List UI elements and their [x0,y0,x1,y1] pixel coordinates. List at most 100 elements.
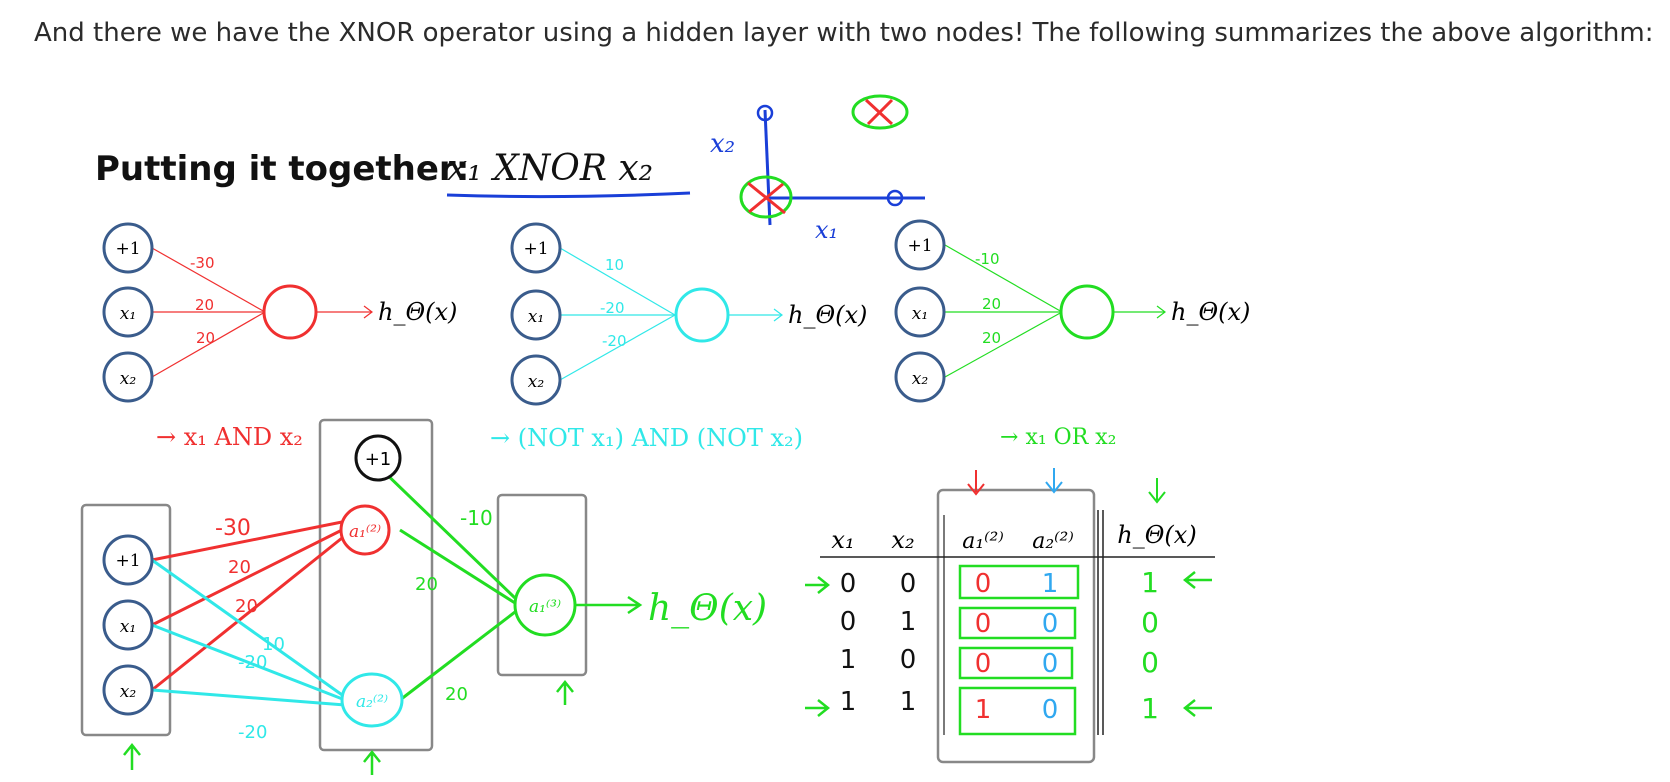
combined-hypothesis-label: h_Θ(x) [648,588,767,629]
xnor-sketch-plot: x₂ x₁ [710,94,925,244]
combined-network: -30 20 20 10 -20 -20 -10 20 20 +1 x₁ x₂ … [80,418,767,775]
svg-text:+1: +1 [115,551,140,571]
red-weight-bias: -30 [215,516,251,541]
x1-label: x₁ [120,304,136,324]
cell-r0-a1: 0 [975,569,992,599]
y-axis-line [763,109,772,226]
cell-r0-x1: 0 [840,569,857,599]
cell-r0-x2: 0 [900,569,917,599]
origin-green-circle [739,175,793,219]
weight-x2-and: 20 [196,329,215,347]
hidden-layer-box [318,418,434,752]
svg-text:a₂⁽²⁾: a₂⁽²⁾ [356,692,388,712]
cell-r3-x1: 1 [840,687,857,717]
cell-r1-x2: 1 [900,607,917,637]
svg-text:x₂: x₂ [912,369,929,389]
col-a1: a₁⁽²⁾ [962,529,1004,554]
intro-paragraph: And there we have the XNOR operator usin… [34,18,1654,48]
weight-x1-and: 20 [195,296,214,314]
cell-r3-a2: 0 [1042,695,1059,725]
col-x2: x₂ [891,526,914,554]
weight-bias-or: -10 [975,250,1000,268]
truth-table: x₁ x₂ a₁⁽²⁾ a₂⁽²⁾ h_Θ(x) 0 0 0 1 1 0 1 1… [805,468,1215,764]
svg-text:x₁: x₁ [120,617,136,637]
figure-title: Putting it together: [95,149,469,189]
and-caption: → x₁ AND x₂ [156,423,303,451]
arrow-up-hidden [363,749,381,775]
weight-bias-nor: 10 [605,256,624,274]
cell-r1-a1: 0 [975,609,992,639]
axis-x2-label: x₂ [710,129,735,159]
nor-caption: → (NOT x₁) AND (NOT x₂) [490,424,803,452]
cell-r3-x2: 1 [900,687,917,717]
row-arrow-right-0 [1182,571,1212,589]
svg-text:x₂: x₂ [120,682,137,702]
input-layer-box [80,503,172,737]
cell-r2-h: 0 [1141,646,1159,679]
col-a2: a₂⁽²⁾ [1032,529,1074,554]
svg-text:x₁: x₁ [528,307,544,327]
origin-top-o [756,104,774,122]
hidden-unit-a2 [340,672,404,728]
col-h: h_Θ(x) [1117,521,1196,549]
hidden-bias-node [354,434,402,482]
green-weight-a2: 20 [445,684,468,705]
weight-x2-nor: -20 [602,332,627,350]
cyan-weight-x2: -20 [238,722,267,743]
or-output-node [1059,284,1115,340]
arrow-up-input [123,742,141,770]
cell-r2-x1: 1 [840,645,857,675]
network-or: +1 x₁ x₂ -10 20 20 h_Θ(x) → x₁ OR x₂ [894,219,1250,450]
weight-x1-nor: -20 [600,299,625,317]
green-weight-a1: 20 [415,574,438,595]
cell-r0-a2: 1 [1042,569,1059,599]
and-hypothesis-label: h_Θ(x) [378,298,457,326]
cell-r2-a1: 0 [975,649,992,679]
cell-r2-a2: 0 [1042,649,1059,679]
svg-text:h_Θ(x): h_Θ(x) [1171,298,1250,326]
title-underline [446,191,691,199]
hidden-cols-box [936,488,1096,764]
svg-text:+1: +1 [523,239,548,259]
cell-r1-a2: 0 [1042,609,1059,639]
svg-text:h_Θ(x): h_Θ(x) [788,301,867,329]
output-layer-box [496,493,588,677]
row-arrow-3 [805,699,831,717]
row-box-3 [958,686,1077,736]
cell-r1-h: 0 [1141,606,1159,639]
svg-text:x₁: x₁ [912,304,928,324]
and-output-node [262,284,318,340]
row-arrow-0 [805,576,831,594]
bias-node [102,222,154,274]
weight-x2-or: 20 [982,329,1001,347]
arrow-up-output [556,679,574,705]
row-box-2 [958,646,1074,680]
hidden-unit-a1 [339,504,391,556]
x2-label: x₂ [120,369,137,389]
cell-r3-a1: 1 [975,695,992,725]
axis-x1-label: x₁ [815,216,838,244]
nor-output-node [674,287,730,343]
row-box-0 [958,564,1080,600]
svg-text:x₂: x₂ [528,372,545,392]
origin-x-mark [747,181,786,215]
or-caption: → x₁ OR x₂ [1000,425,1116,450]
network-and: +1 x₁ x₂ -30 20 20 h_Θ(x) → x₁ AND x₂ [102,222,457,451]
row-arrow-right-3 [1182,699,1212,717]
svg-text:+1: +1 [365,449,392,470]
cyan-weight-bias: 10 [262,634,285,655]
axis-right-o [886,189,904,207]
x2-node [102,351,154,403]
cyan-weight-x1: -20 [238,652,267,673]
network-nor: +1 x₁ x₂ 10 -20 -20 h_Θ(x) → (NOT x₁) AN… [490,222,867,452]
red-weight-x2: 20 [235,596,258,617]
top-right-green-circle [851,94,909,130]
col-x1: x₁ [831,526,854,554]
weight-bias-and: -30 [190,254,215,272]
top-right-x-mark [864,98,894,126]
x1-node [102,286,154,338]
cell-r3-h: 1 [1141,692,1159,725]
cell-r1-x1: 0 [840,607,857,637]
svg-text:+1: +1 [907,236,932,256]
svg-text:a₁⁽³⁾: a₁⁽³⁾ [529,597,561,617]
